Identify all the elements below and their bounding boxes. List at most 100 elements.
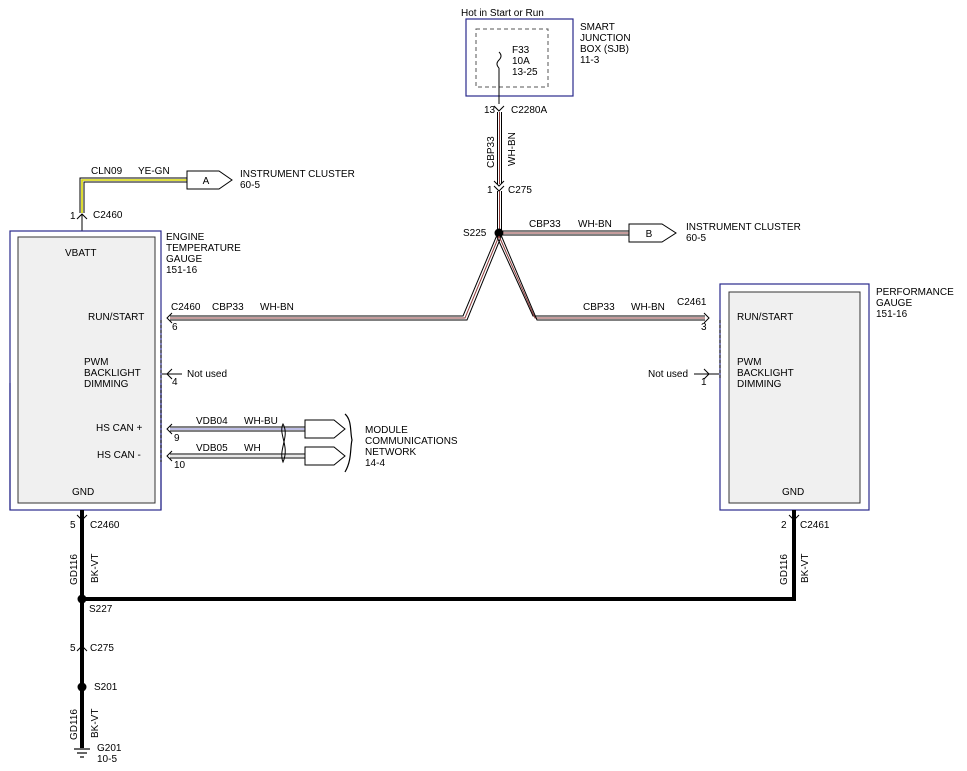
cln09-circuit: CLN09 [91,166,123,177]
engine-hs-can-plus: HS CAN + [96,423,143,434]
c275-top-pin: 1 [487,185,493,196]
sjb-connector: C2280A [511,105,547,116]
left-run-pin: 6 [172,322,178,333]
performance-gauge: RUN/START PWM BACKLIGHT DIMMING GND [719,283,870,511]
left-pwm-note: Not used [187,369,227,380]
s225-circuit: CBP33 [529,219,561,230]
connector-icon [166,312,173,324]
wire-cbp33-right-branch [496,234,705,321]
perf-pwm-1: PWM [737,357,761,368]
left-top-connector: C2460 [93,210,123,221]
ground-symbol-icon [74,748,90,758]
engine-temperature-gauge: VBATT RUN/START PWM BACKLIGHT DIMMING HS… [9,230,162,511]
c275-bottom-pin: 5 [70,643,76,654]
right-pwm-note: Not used [648,369,688,380]
connector-icon [493,180,505,187]
left-gnd-circuit: GD116 [69,554,80,585]
engine-pwm-1: PWM [84,357,108,368]
mcn-line-3: NETWORK [365,447,416,458]
cln09-color: YE-GN [138,166,170,177]
left-run-connector: C2460 [171,302,201,313]
right-pwm-pin: 1 [701,377,707,388]
right-run-connector: C2461 [677,297,707,308]
bottom-wire-circuit: GD116 [69,709,80,740]
ic-b-letter: B [646,229,653,240]
engine-hs-can-minus: HS CAN - [97,450,141,461]
sjb-ref: 11-3 [580,55,600,66]
connector-icon [76,645,88,652]
left-run-circuit: CBP33 [212,302,244,313]
right-run-color: WH-BN [631,302,665,313]
connector-icon [166,423,173,435]
left-top-pin: 1 [70,211,76,222]
connector-icon [703,312,710,324]
mcn-ref: 14-4 [365,458,385,469]
right-gnd-connector: C2461 [800,520,830,531]
ic-b-ref: 60-5 [686,233,706,244]
can-plus-color: WH-BU [244,416,278,427]
engine-title-1: ENGINE [166,232,205,243]
perf-gnd: GND [782,487,804,498]
left-gnd-color: BK-VT [90,554,101,583]
sjb-header: Hot in Start or Run [461,8,544,19]
can-minus-color: WH [244,443,261,454]
wire-cbp33-to-ic-b [503,230,629,236]
sjb-title-1: SMART [580,22,615,33]
mcn-line-1: MODULE [365,425,408,436]
c275-bottom-connector: C275 [90,643,114,654]
fuse-ref: 13-25 [512,67,538,78]
g201-ref: 10-5 [97,754,117,765]
s201-label: S201 [94,682,118,693]
engine-pwm-2: BACKLIGHT [84,368,141,379]
c275-top-connector: C275 [508,185,532,196]
s225-label: S225 [463,228,487,239]
engine-gnd: GND [72,487,94,498]
perf-title-2: GAUGE [876,298,912,309]
brace-icon [344,413,353,473]
perf-pwm-3: DIMMING [737,379,782,390]
wire-cbp33-to-s225 [497,191,502,232]
smart-junction-box: Hot in Start or Run F33 10A 13-25 SMART … [461,8,631,97]
perf-ref: 151-16 [876,309,908,320]
ic-a-title: INSTRUMENT CLUSTER [240,169,355,180]
wire-cbp33-left-branch [170,234,502,321]
bottom-wire-color: BK-VT [90,709,101,738]
right-gnd-circuit: GD116 [779,554,790,585]
can-plus-arrow-icon [304,419,346,439]
s225-color: WH-BN [578,219,612,230]
ic-a-arrow-icon [186,170,233,190]
ic-b-title: INSTRUMENT CLUSTER [686,222,801,233]
left-run-color: WH-BN [260,302,294,313]
engine-title-3: GAUGE [166,254,202,265]
engine-vbatt: VBATT [65,248,96,259]
can-plus-pin: 9 [174,433,180,444]
vertical-wire-color: WH-BN [507,132,518,166]
can-plus-circuit: VDB04 [196,416,228,427]
ic-b-arrow-icon [628,223,677,243]
can-minus-pin: 10 [174,460,186,471]
wire-cln09 [79,177,187,213]
sjb-pin: 13 [484,105,496,116]
connector-icon [493,185,505,192]
twisted-pair-icon [281,422,286,464]
engine-run-start: RUN/START [88,312,144,323]
left-pwm-pin: 4 [172,377,178,388]
perf-pwm-2: BACKLIGHT [737,368,794,379]
s227-label: S227 [89,604,113,615]
can-minus-arrow-icon [304,446,346,466]
engine-pwm-3: DIMMING [84,379,129,390]
g201-label: G201 [97,743,122,754]
right-gnd-color: BK-VT [800,554,811,583]
mcn-line-2: COMMUNICATIONS [365,436,458,447]
left-gnd-connector: C2460 [90,520,120,531]
fuse-rating: 10A [512,56,530,67]
wire-cbp33-vertical [497,112,502,184]
fuse-id: F33 [512,45,530,56]
engine-title-2: TEMPERATURE [166,243,241,254]
vertical-wire-circuit: CBP33 [486,136,497,168]
right-run-circuit: CBP33 [583,302,615,313]
engine-ref: 151-16 [166,265,198,276]
left-gnd-pin: 5 [70,520,76,531]
connector-icon [493,105,505,112]
